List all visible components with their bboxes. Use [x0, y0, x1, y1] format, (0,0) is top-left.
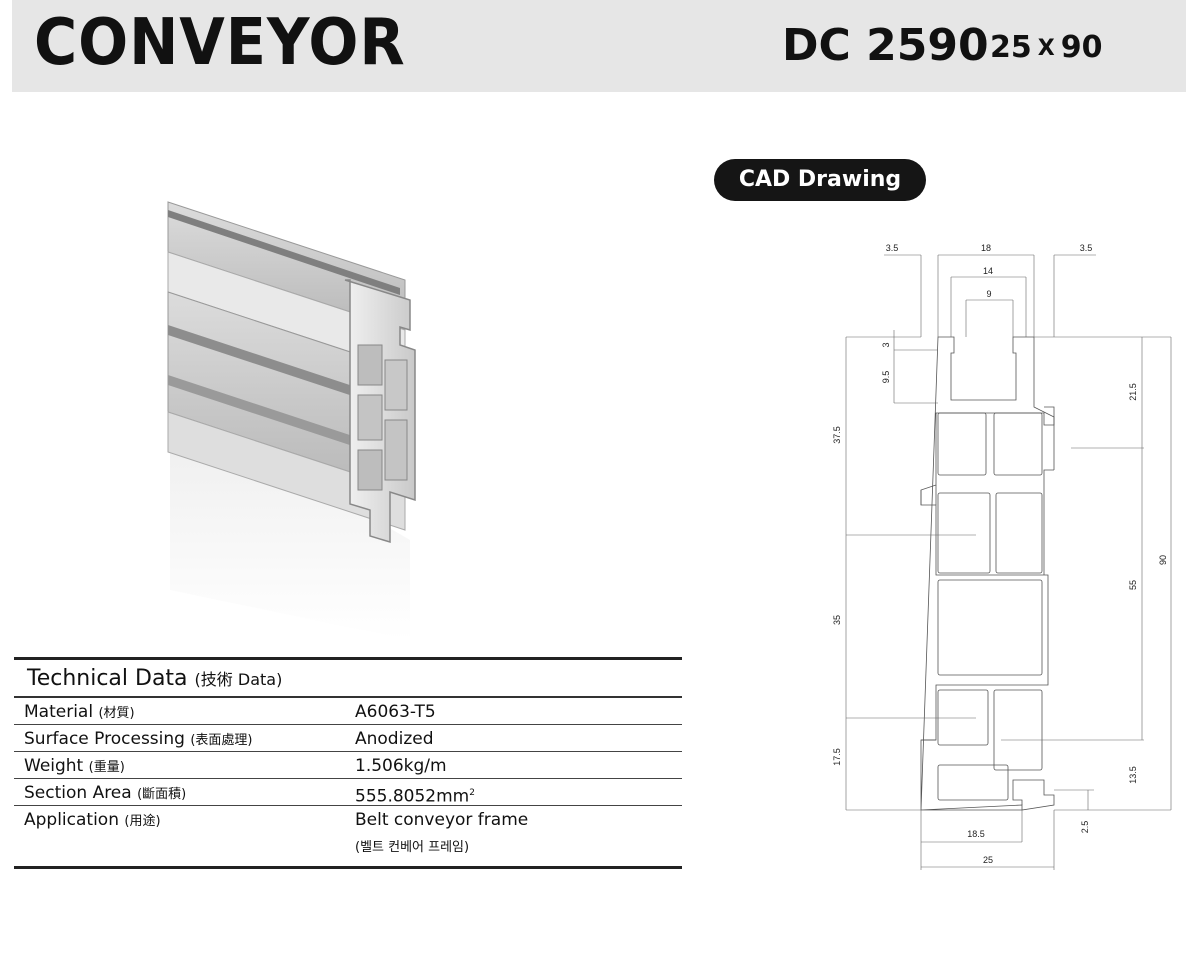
- dim-right-21-5: 21.5: [1128, 383, 1138, 401]
- row-note: (벨트 컨베어 프레임): [355, 840, 470, 855]
- dim-left-17-5: 17.5: [832, 748, 842, 766]
- row-value-text: 555.8052mm: [355, 786, 470, 807]
- row-label-sub: (重量): [88, 760, 125, 775]
- row-label: Application (用途): [24, 806, 161, 836]
- dim-bottom-18-5: 18.5: [967, 829, 985, 839]
- header-bar: [12, 0, 1186, 92]
- profile-photo: [167, 201, 416, 640]
- row-label: Surface Processing (表面處理): [24, 725, 253, 755]
- row-value: A6063-T5: [355, 702, 436, 722]
- table-row-section-area: Section Area (斷面積) 555.8052mm2: [14, 779, 682, 809]
- dim-top-14: 14: [983, 266, 993, 276]
- dim-top-18: 18: [981, 243, 991, 253]
- page-title: CONVEYOR: [34, 6, 406, 80]
- row-value: 555.8052mm2: [355, 779, 475, 811]
- row-value: Belt conveyor frame: [355, 810, 529, 830]
- dim-right-2-5: 2.5: [1080, 821, 1090, 834]
- row-label-text: Application: [24, 810, 119, 830]
- dim-left-3: 3: [881, 342, 891, 347]
- technical-data-table: Technical Data (技術 Data) Material (材質) A…: [14, 657, 682, 869]
- dim-right-90: 90: [1158, 555, 1168, 565]
- table-row-material: Material (材質) A6063-T5: [14, 698, 682, 725]
- row-label-text: Weight: [24, 756, 84, 776]
- table-heading-rule: [14, 696, 682, 698]
- dim-top-3-5-right: 3.5: [1080, 243, 1093, 253]
- row-value: Anodized: [355, 729, 434, 749]
- row-label: Weight (重量): [24, 752, 125, 782]
- table-row-application: Application (用途) Belt conveyor frame (벨트…: [14, 806, 682, 866]
- row-label-sub: (表面處理): [190, 733, 253, 748]
- cad-drawing-label: CAD Drawing: [714, 159, 926, 201]
- dim-left-9-5: 9.5: [881, 371, 891, 384]
- model-number: DC 2590: [782, 20, 989, 71]
- cad-drawing: 3.5 18 3.5 14 9 3 9.5 37.5 35 17.5 21.5 …: [832, 243, 1172, 870]
- size-width: 25: [990, 30, 1032, 65]
- heading-text: Technical Data: [27, 666, 188, 691]
- technical-data-heading: Technical Data (技術 Data): [14, 660, 682, 696]
- dim-right-13-5: 13.5: [1128, 766, 1138, 784]
- row-label-sub: (斷面積): [137, 787, 187, 802]
- table-top-rule: [14, 657, 682, 660]
- size-height: 90: [1060, 30, 1103, 65]
- table-row-weight: Weight (重量) 1.506kg/m: [14, 752, 682, 779]
- dim-right-55: 55: [1128, 580, 1138, 590]
- row-label: Section Area (斷面積): [24, 779, 186, 809]
- dim-bottom-25: 25: [983, 855, 993, 865]
- row-value: 1.506kg/m: [355, 756, 447, 776]
- size-separator: X: [1037, 36, 1055, 61]
- dim-left-37-5: 37.5: [832, 426, 842, 444]
- row-label-sub: (材質): [98, 706, 135, 721]
- row-label-text: Surface Processing: [24, 729, 185, 749]
- row-label-text: Material: [24, 702, 94, 722]
- dim-top-9: 9: [986, 289, 991, 299]
- dim-top-3-5-left: 3.5: [886, 243, 899, 253]
- heading-sub: (技術 Data): [194, 670, 283, 689]
- row-label-text: Section Area: [24, 783, 132, 803]
- row-value-sup: 2: [469, 788, 475, 798]
- row-label: Material (材質): [24, 698, 135, 728]
- table-bottom-rule: [14, 866, 682, 869]
- row-label-sub: (用途): [124, 814, 161, 829]
- dim-left-35: 35: [832, 615, 842, 625]
- table-row-surface: Surface Processing (表面處理) Anodized: [14, 725, 682, 752]
